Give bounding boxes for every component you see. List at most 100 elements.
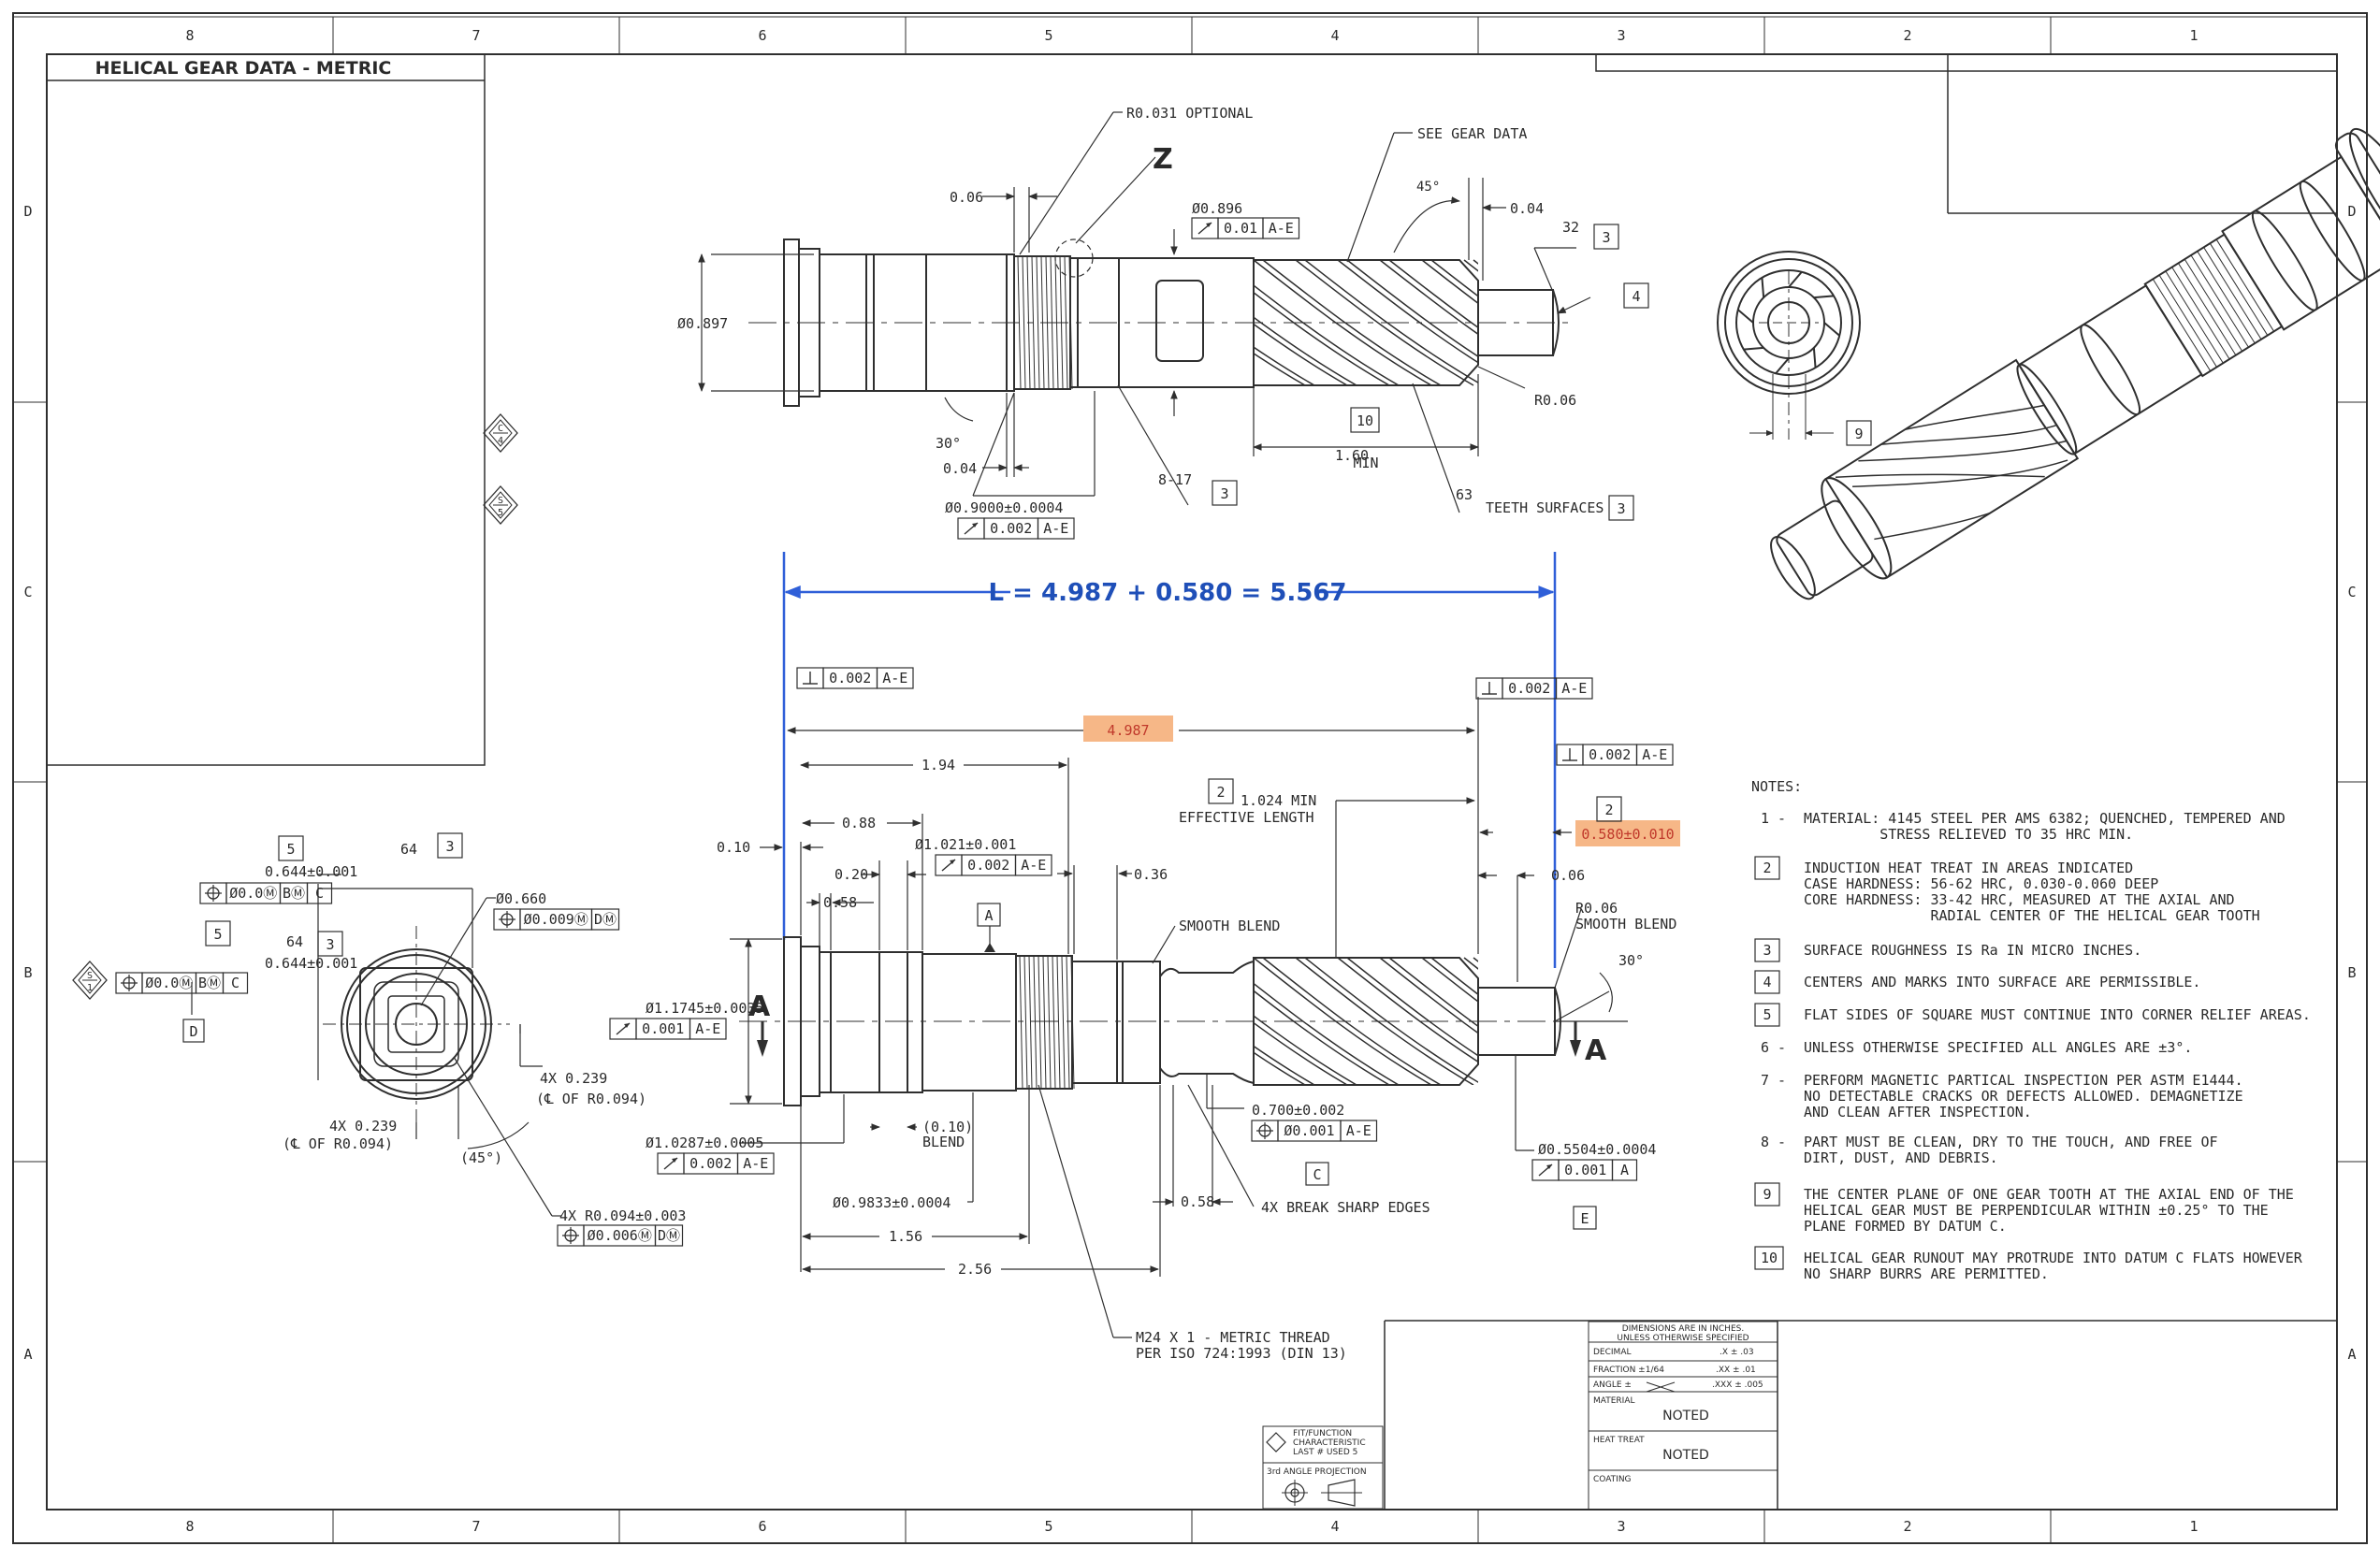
eff-length-min: 1.024 MIN [1241,792,1316,809]
section-view-labels: 0.644±0.001 0.644±0.001 64 64 Ø0.660 4X … [265,841,686,1224]
dim-036: 0.36 [1134,866,1168,883]
end-view [1717,251,1872,446]
gear-data-title: HELICAL GEAR DATA - METRIC [95,58,392,79]
dim-4x0239-right: 4X 0.239 [540,1070,607,1087]
fcf-pos-0644-a-cell-0: Ø0.0Ⓜ [229,885,277,902]
length-formula: L = 4.987 + 0.580 = 5.567 [989,579,1347,607]
dims-header-1: DIMENSIONS ARE IN INCHES. [1622,1324,1744,1334]
eff-length: EFFECTIVE LENGTH [1179,809,1314,826]
zone-col-1: 1 [2189,27,2198,44]
note-line-10-1: HELICAL GEAR RUNOUT MAY PROTRUDE INTO DA… [1804,1250,2303,1266]
dia-1021: Ø1.021±0.001 [915,836,1016,853]
r006-top: R0.06 [1534,392,1576,409]
dim-194: 1.94 [922,757,955,773]
fcf-perp-right-cell-1: A-E [1561,680,1587,697]
dim-256: 2.56 [958,1261,992,1278]
note-line-2-1: INDUCTION HEAT TREAT IN AREAS INDICATED [1804,860,2133,876]
note-line-7-2: NO DETECTABLE CRACKS OR DEFECTS ALLOWED.… [1804,1088,2243,1105]
note-num-9: 9 [1763,1186,1771,1203]
r0094: 4X R0.094±0.003 [559,1207,686,1224]
note-num-6: 6 - [1761,1039,1786,1056]
tol-x: .X ± .03 [1720,1348,1754,1357]
material-label: MATERIAL [1593,1396,1635,1406]
smooth-blend: SMOOTH BLEND [1179,918,1280,934]
dim-020: 0.20 [834,866,868,883]
angle-30-main: 30° [1618,952,1644,969]
datum-a: A [984,907,993,924]
dim-006: 0.06 [950,189,983,206]
min-label: MIN [1353,455,1378,471]
projection-label: 3rd ANGLE PROJECTION [1267,1467,1367,1477]
main-view-arrows [757,943,1581,1057]
fcf-runout-05504-cell-1: A [1620,1162,1629,1178]
note-3-box-section-a: 3 [445,838,454,855]
dia-0896: Ø0.896 [1192,200,1242,217]
note-line-5-1: FLAT SIDES OF SQUARE MUST CONTINUE INTO … [1804,1006,2311,1023]
dim-058-b-label: 0.58 [1181,1193,1214,1210]
fcf-runout-11745-cell-1: A-E [695,1020,720,1037]
flag-symbol-2: S1 [72,961,108,1000]
fit-function-1: FIT/FUNCTION [1293,1429,1352,1438]
note-item-6: 6 -UNLESS OTHERWISE SPECIFIED ALL ANGLES… [1761,1039,2192,1056]
dim-004-l: 0.04 [943,460,977,477]
note-line-8-1: PART MUST BE CLEAN, DRY TO THE TOUCH, AN… [1804,1134,2218,1150]
notes-heading: NOTES: [1751,778,1802,795]
zone-row-D: D [2347,203,2356,220]
datum-e: E [1580,1210,1589,1227]
section-a-left: A [748,990,771,1023]
thread-spec-1: M24 X 1 - METRIC THREAD [1136,1329,1330,1346]
zone-row-B: B [2347,964,2356,981]
section-a-right: A [1585,1034,1607,1067]
zone-col-3: 3 [1617,27,1625,44]
top-shaft-view [748,238,1572,407]
length-callout: L = 4.987 + 0.580 = 5.567 [782,552,1557,968]
blend-label: BLEND [922,1134,965,1150]
fcf-pos-0660-cell-1: DⓂ [594,911,617,928]
zone-row-C: C [23,584,32,600]
fcf-pos-0660: Ø0.009Ⓜ DⓂ [493,908,620,931]
rough-817: 8-17 [1158,471,1192,488]
zone-col-6: 6 [758,27,766,44]
fcf-pos-r0094-cell-1: DⓂ [658,1227,680,1244]
rough-32: 32 [1562,219,1579,236]
note-line-8-2: DIRT, DUST, AND DEBRIS. [1804,1149,1998,1166]
note-line-1-1: MATERIAL: 4145 STEEL PER AMS 6382; QUENC… [1804,810,2286,827]
fcf-runout-11745-cell-0: 0.001 [642,1020,684,1037]
dia-09000: Ø0.9000±0.0004 [945,499,1063,516]
main-view-labels: 4.987 0.580±0.010 1.94 1.024 MIN EFFECTI… [646,722,1676,1362]
datum-c: C [1313,1166,1321,1183]
fcf-perp-left-cell-0: 0.002 [829,670,871,687]
dim-058-a: 0.58 [823,894,857,911]
zone-col-4: 4 [1330,1518,1339,1535]
dia-05504: Ø0.5504±0.0004 [1538,1141,1656,1158]
zone-col-8: 8 [185,27,194,44]
fcf-runout-0896-cell-0: 0.01 [1224,220,1257,237]
fcf-pos-0644-a-cell-1: BⓂ [283,885,305,902]
revision-block [1595,53,2338,214]
section-view-note-boxes: 5 3 5 3 D [182,832,463,1043]
note-item-8: 8 -PART MUST BE CLEAN, DRY TO THE TOUCH,… [1761,1134,2218,1166]
note-num-4: 4 [1763,974,1771,990]
cl-r0094-left: (℄ OF R0.094) [283,1135,393,1152]
smooth-blend-right: SMOOTH BLEND [1575,916,1676,932]
fcf-pos-0660-cell-0: Ø0.009Ⓜ [524,911,588,928]
zone-row-A: A [23,1346,32,1363]
zone-row-C: C [2347,584,2356,600]
coating-label: COATING [1593,1475,1632,1484]
note-3-box-c: 3 [1617,500,1625,517]
fcf-runout-11745: 0.001 A-E [609,1018,727,1040]
r0031-label: R0.031 OPTIONAL [1126,105,1253,122]
dia-10287: Ø1.0287±0.0005 [646,1135,763,1151]
flag-top-2: S [87,971,93,981]
zone-col-7: 7 [472,27,480,44]
